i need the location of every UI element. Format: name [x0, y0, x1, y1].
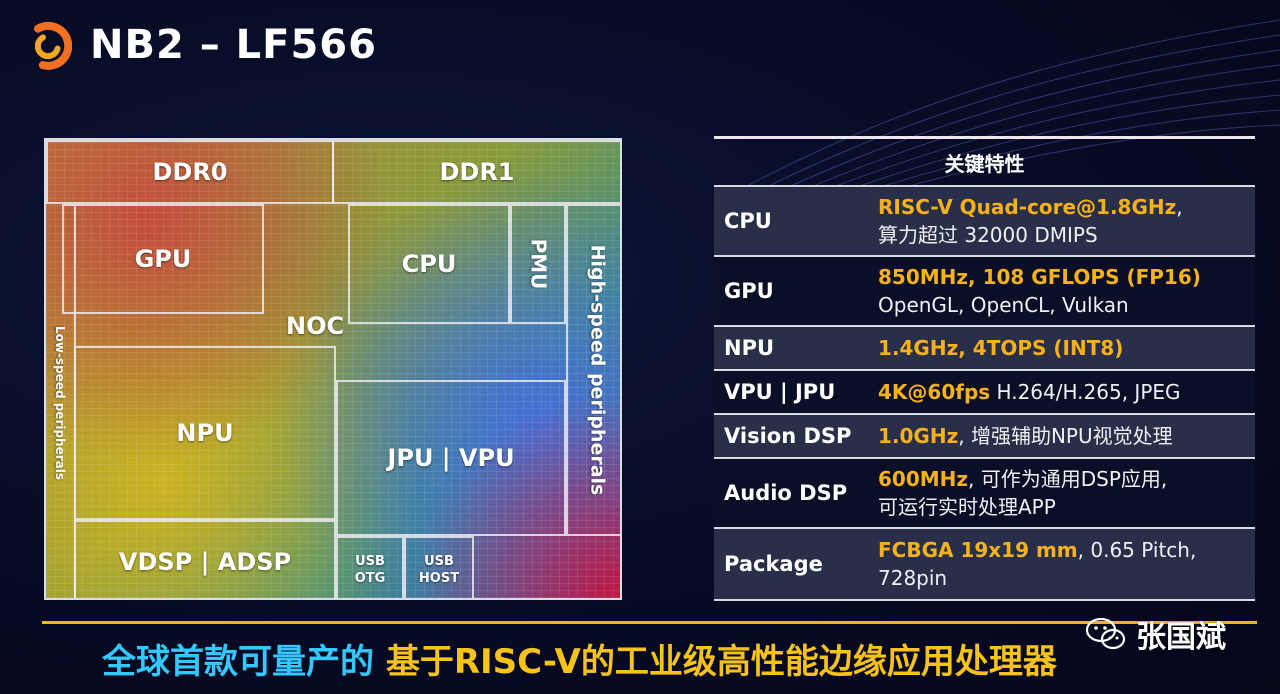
value-line2: 可运行实时处理APP [878, 495, 1056, 519]
row-value: FCBGA 19x19 mm, 0.65 Pitch, 728pin [878, 529, 1255, 599]
table-header: 关键特性 [714, 139, 1255, 187]
row-value: 850MHz, 108 GFLOPS (FP16) OpenGL, OpenCL… [878, 257, 1255, 325]
block-usb-otg: USB OTG [336, 536, 404, 598]
watermark-author: 张国斌 [1136, 620, 1226, 655]
value-line2: 算力超过 32000 DMIPS [878, 223, 1098, 247]
table-row: GPU 850MHz, 108 GFLOPS (FP16) OpenGL, Op… [714, 257, 1255, 327]
row-key: Audio DSP [724, 481, 848, 505]
value-highlight: 850MHz, 108 GFLOPS (FP16) [878, 265, 1201, 289]
value-highlight: RISC-V Quad-core@1.8GHz [878, 195, 1177, 219]
value-line2: 728pin [878, 566, 948, 590]
background-swirl [720, 19, 1280, 200]
table-row: VPU | JPU 4K@60fps H.264/H.265, JPEG [714, 371, 1255, 415]
value-highlight: 1.4GHz, 4TOPS (INT8) [878, 336, 1124, 360]
row-key: Vision DSP [724, 424, 852, 448]
value-rest: , [1176, 195, 1183, 219]
block-low-speed-peripherals: Low-speed peripherals [46, 204, 76, 598]
table-row: Package FCBGA 19x19 mm, 0.65 Pitch, 728p… [714, 529, 1255, 601]
page-title: NB2 – LF566 [90, 22, 377, 68]
usb-host-line2: HOST [418, 571, 460, 586]
pmu-label: PMU [526, 238, 550, 290]
block-vdsp-adsp: VDSP | ADSP [74, 520, 336, 598]
row-value: 1.0GHz, 增强辅助NPU视觉处理 [878, 415, 1255, 457]
table-row: CPU RISC-V Quad-core@1.8GHz, 算力超过 32000 … [714, 187, 1255, 257]
row-key: NPU [724, 336, 775, 360]
table-row: NPU 1.4GHz, 4TOPS (INT8) [714, 327, 1255, 371]
row-key: CPU [724, 209, 772, 233]
block-noc: NOC [286, 312, 345, 340]
usb-otg-line1: USB [355, 554, 385, 569]
slogan-part2: 基于RISC-V的工业级高性能边缘应用处理器 [385, 642, 1057, 682]
slogan-part1: 全球首款可量产的 [102, 642, 374, 682]
high-speed-label: High-speed peripherals [586, 244, 609, 496]
block-npu: NPU [74, 346, 336, 520]
row-value: 1.4GHz, 4TOPS (INT8) [878, 327, 1255, 369]
key-features-table: 关键特性 CPU RISC-V Quad-core@1.8GHz, 算力超过 3… [714, 136, 1255, 601]
table-row: Vision DSP 1.0GHz, 增强辅助NPU视觉处理 [714, 415, 1255, 459]
watermark: 张国斌 [1086, 612, 1226, 656]
low-speed-label: Low-speed peripherals [53, 325, 68, 481]
row-value: RISC-V Quad-core@1.8GHz, 算力超过 32000 DMIP… [878, 187, 1255, 255]
row-key: GPU [724, 279, 774, 303]
wechat-icon [1086, 617, 1126, 650]
block-usb-host: USB HOST [404, 536, 474, 598]
value-rest: , 可作为通用DSP应用, [968, 467, 1168, 491]
block-ddr0: DDR0 [46, 140, 334, 204]
table-row: Audio DSP 600MHz, 可作为通用DSP应用, 可运行实时处理APP [714, 459, 1255, 529]
block-pmu: PMU [510, 204, 566, 324]
block-high-speed-peripherals: High-speed peripherals [566, 204, 620, 536]
value-rest: H.264/H.265, JPEG [990, 380, 1181, 404]
row-key: VPU | JPU [724, 380, 836, 404]
block-ddr1: DDR1 [332, 140, 620, 204]
row-value: 600MHz, 可作为通用DSP应用, 可运行实时处理APP [878, 459, 1255, 527]
value-line2: OpenGL, OpenCL, Vulkan [878, 293, 1129, 317]
value-rest: , 0.65 Pitch, [1077, 538, 1197, 562]
divider-line [42, 621, 1257, 624]
value-highlight: 1.0GHz [878, 424, 959, 448]
value-highlight: 600MHz [878, 467, 969, 491]
brand-logo-icon [34, 22, 72, 70]
row-key: Package [724, 552, 823, 576]
row-value: 4K@60fps H.264/H.265, JPEG [878, 371, 1255, 413]
usb-otg-line2: OTG [354, 571, 386, 586]
block-gpu: GPU [62, 204, 264, 314]
block-cpu: CPU [348, 204, 510, 324]
slogan: 全球首款可量产的 基于RISC-V的工业级高性能边缘应用处理器 [102, 634, 1057, 683]
value-rest: , 增强辅助NPU视觉处理 [958, 424, 1173, 448]
chip-die-diagram: DDR0 DDR1 GPU CPU PMU High-speed periphe… [44, 138, 622, 600]
usb-host-line1: USB [424, 554, 454, 569]
value-highlight: 4K@60fps [878, 380, 991, 404]
block-jpu-vpu: JPU | VPU [336, 380, 566, 536]
value-highlight: FCBGA 19x19 mm [878, 538, 1078, 562]
